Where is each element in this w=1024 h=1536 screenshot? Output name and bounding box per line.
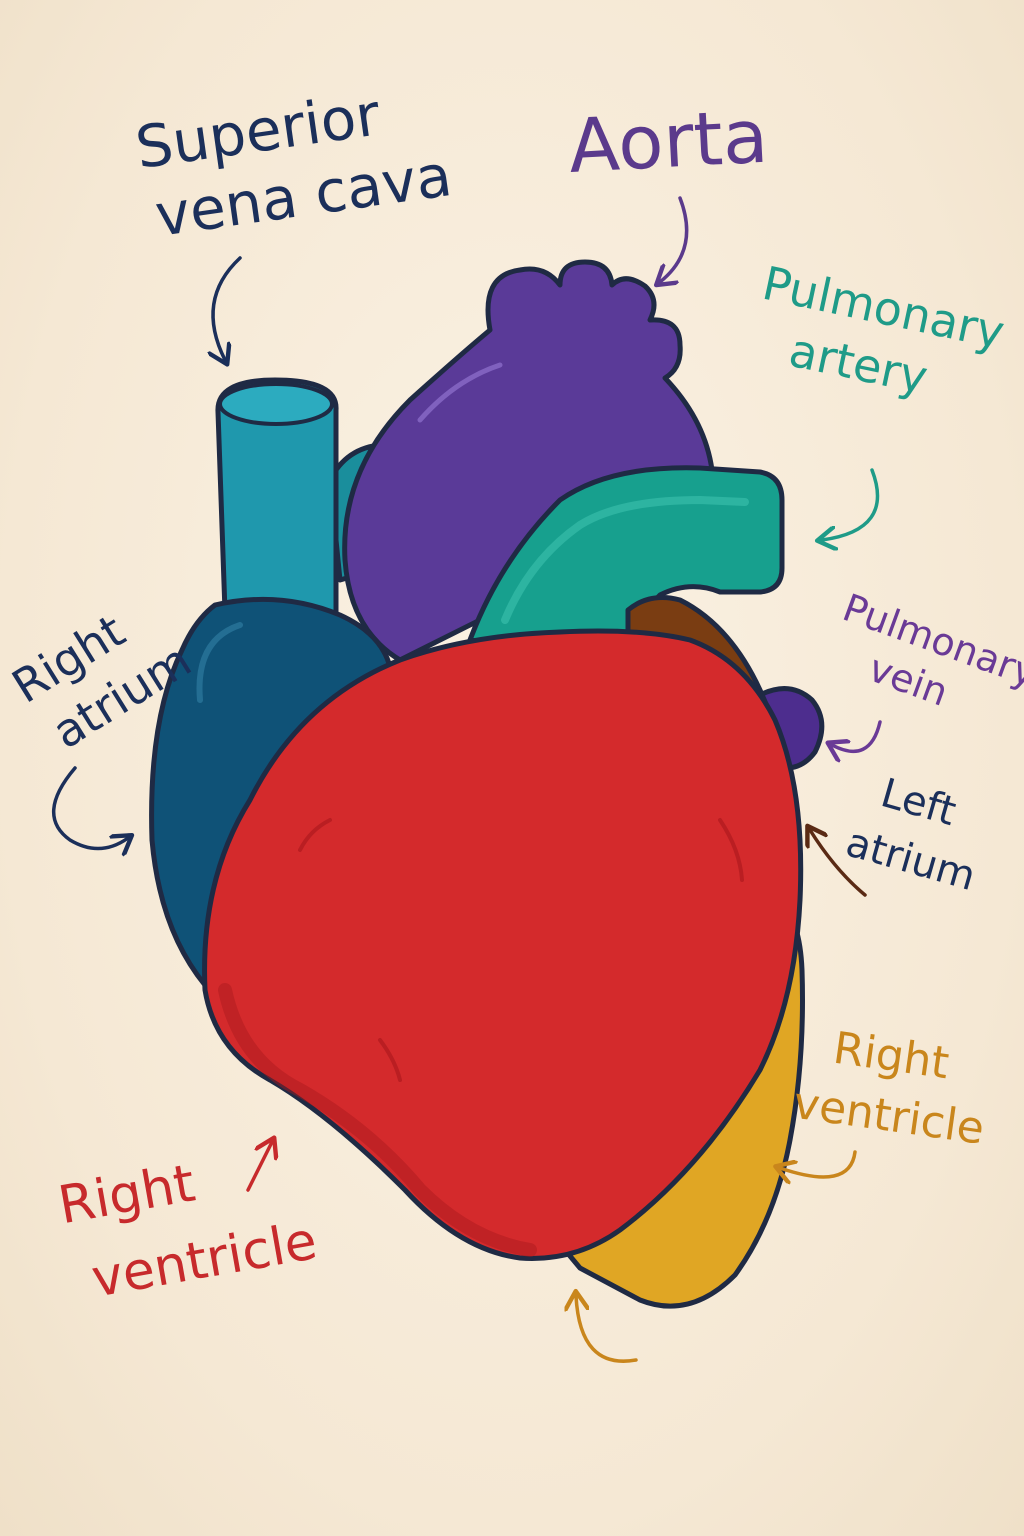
heart-illustration xyxy=(149,259,825,1309)
pulmonary-artery-arrow xyxy=(822,468,880,540)
left-atrium-arrow xyxy=(810,830,867,897)
label-right-ventricle-yellow: Right ventricle xyxy=(790,1018,996,1155)
right-ventricle-yellow-arrow xyxy=(780,1150,857,1177)
left-ventricle-shading xyxy=(218,983,537,1257)
label-pulmonary-artery: Pulmonary artery xyxy=(745,256,1023,422)
aorta-shape xyxy=(342,259,715,663)
label-right-ventricle-red: Right ventricle xyxy=(54,1134,321,1313)
label-arrows xyxy=(52,196,882,1363)
superior-vena-cava-opening xyxy=(218,382,334,426)
pulmonary-vein-arrow xyxy=(832,720,882,751)
label-pulmonary-vein: Pulmonary vein xyxy=(821,585,1024,745)
svc-arrow xyxy=(213,256,242,360)
aorta-highlight xyxy=(417,362,503,423)
pulmonary-artery-inner xyxy=(501,496,749,624)
left-ventricle-red-shape xyxy=(202,628,804,1261)
left-ventricle-texture xyxy=(298,818,744,1082)
label-aorta: Aorta xyxy=(567,94,771,190)
right-atrium-highlight xyxy=(196,622,243,703)
aorta-arrow xyxy=(660,196,689,282)
bottom-yellow-arrow xyxy=(576,1296,638,1363)
right-atrium-arrow xyxy=(52,766,128,849)
pulmonary-artery-shape xyxy=(467,465,785,663)
right-ventricle-red-arrow xyxy=(246,1142,272,1192)
label-left-atrium: Left atrium xyxy=(841,765,996,900)
label-superior-vena-cava: Superior vena cava xyxy=(132,72,456,252)
